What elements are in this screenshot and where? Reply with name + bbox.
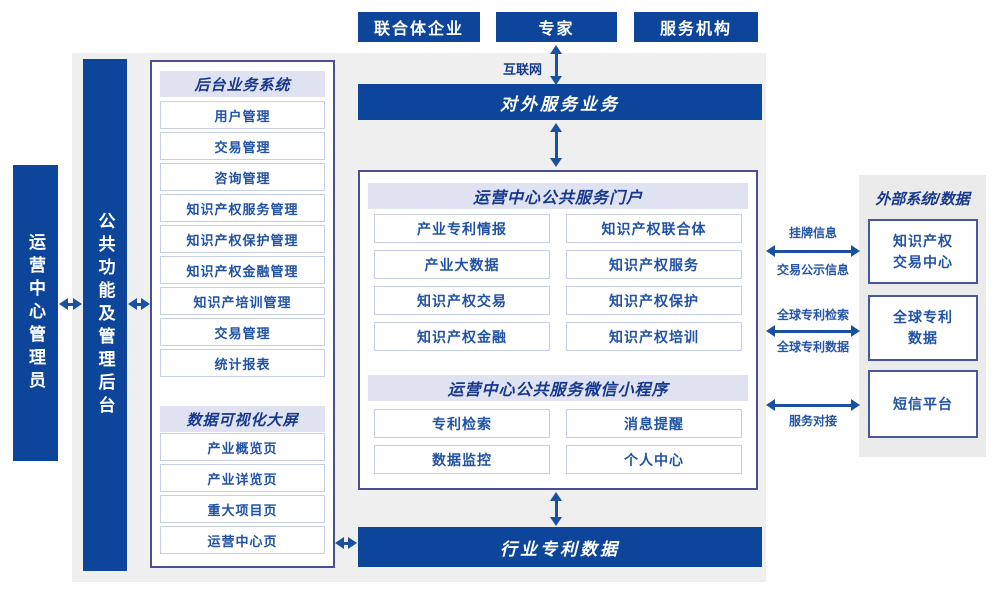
double-arrow-backend-panel-icon bbox=[128, 298, 150, 310]
miniprogram-item: 个人中心 bbox=[566, 445, 742, 474]
portal-item: 知识产权培训 bbox=[566, 322, 742, 351]
data-viz-header: 数据可视化大屏 bbox=[160, 406, 325, 432]
backend-item: 统计报表 bbox=[160, 349, 325, 377]
portal-item: 知识产权交易 bbox=[374, 286, 550, 315]
portal-header: 运营中心公共服务门户 bbox=[368, 183, 748, 209]
portal-item: 产业大数据 bbox=[374, 250, 550, 279]
double-arrow-viz-patent-data-icon bbox=[335, 537, 357, 549]
data-viz-item: 产业详览页 bbox=[160, 464, 325, 492]
backend-item: 知识产权金融管理 bbox=[160, 256, 325, 284]
double-arrow-internet-icon bbox=[550, 45, 562, 85]
actor-consortium-enterprise: 联合体企业 bbox=[358, 12, 480, 42]
backend-system-header: 后台业务系统 bbox=[160, 71, 325, 97]
actor-service-organization: 服务机构 bbox=[634, 12, 758, 42]
double-arrow-service-portal-icon bbox=[550, 123, 562, 167]
portal-item: 知识产权联合体 bbox=[566, 214, 742, 243]
link-label-listing-info: 挂牌信息 bbox=[788, 226, 837, 240]
data-viz-list: 产业概览页 产业详览页 重大项目页 运营中心页 bbox=[160, 433, 325, 554]
miniprogram-item: 消息提醒 bbox=[566, 409, 742, 438]
external-box-line: 交易中心 bbox=[893, 253, 953, 270]
portal-item: 知识产权金融 bbox=[374, 322, 550, 351]
portal-panel: 运营中心公共服务门户 产业专利情报 知识产权联合体 产业大数据 知识产权服务 知… bbox=[358, 170, 758, 490]
rail-operations-admin-label: 运营中心管理员 bbox=[26, 232, 45, 394]
backend-item: 咨询管理 bbox=[160, 163, 325, 191]
external-box-ip-trading-center: 知识产权 交易中心 bbox=[868, 219, 978, 284]
rail-operations-admin: 运营中心管理员 bbox=[13, 165, 58, 461]
link-label-global-patent-search: 全球专利检索 bbox=[776, 308, 849, 322]
external-box-line: 知识产权 bbox=[893, 232, 953, 249]
portal-grid: 产业专利情报 知识产权联合体 产业大数据 知识产权服务 知识产权交易 知识产权保… bbox=[374, 214, 742, 351]
backend-item: 知识产培训管理 bbox=[160, 287, 325, 315]
data-viz-item: 产业概览页 bbox=[160, 433, 325, 461]
portal-item: 知识产权服务 bbox=[566, 250, 742, 279]
backend-item: 用户管理 bbox=[160, 101, 325, 129]
actor-expert: 专家 bbox=[496, 12, 617, 42]
double-arrow-trading-center-icon bbox=[766, 245, 860, 257]
internet-label: 互联网 bbox=[502, 62, 542, 77]
external-systems-header: 外部系统/数据 bbox=[875, 191, 970, 208]
double-arrow-portal-patent-data-icon bbox=[550, 492, 562, 526]
data-viz-item: 运营中心页 bbox=[160, 526, 325, 554]
double-arrow-sms-platform-icon bbox=[766, 399, 860, 411]
external-box-line: 数据 bbox=[908, 330, 938, 346]
double-arrow-global-patent-icon bbox=[766, 325, 860, 337]
rail-public-functions-backend: 公共功能及管理后台 bbox=[83, 59, 127, 571]
backend-panel: 后台业务系统 用户管理 交易管理 咨询管理 知识产权服务管理 知识产权保护管理 … bbox=[150, 60, 335, 568]
miniprogram-header: 运营中心公共服务微信小程序 bbox=[368, 375, 748, 401]
backend-item: 交易管理 bbox=[160, 318, 325, 346]
rail-public-functions-backend-label: 公共功能及管理后台 bbox=[95, 211, 115, 419]
miniprogram-item: 专利检索 bbox=[374, 409, 550, 438]
external-service-bar: 对外服务业务 bbox=[358, 84, 762, 120]
external-box-sms-platform: 短信平台 bbox=[868, 370, 978, 438]
link-label-trade-publicity-info: 交易公示信息 bbox=[776, 263, 849, 277]
data-viz-item: 重大项目页 bbox=[160, 495, 325, 523]
link-label-service-docking: 服务对接 bbox=[788, 414, 837, 428]
industry-patent-data-bar: 行业专利数据 bbox=[358, 527, 762, 567]
backend-item: 知识产权服务管理 bbox=[160, 194, 325, 222]
portal-item: 产业专利情报 bbox=[374, 214, 550, 243]
portal-item: 知识产权保护 bbox=[566, 286, 742, 315]
miniprogram-grid: 专利检索 消息提醒 数据监控 个人中心 bbox=[374, 409, 742, 474]
link-label-global-patent-data: 全球专利数据 bbox=[776, 340, 849, 354]
external-box-line: 短信平台 bbox=[893, 395, 953, 412]
backend-item: 知识产权保护管理 bbox=[160, 225, 325, 253]
backend-item: 交易管理 bbox=[160, 132, 325, 160]
miniprogram-item: 数据监控 bbox=[374, 445, 550, 474]
external-box-line: 全球专利 bbox=[893, 309, 953, 325]
double-arrow-admin-backend-icon bbox=[59, 298, 82, 310]
backend-system-list: 用户管理 交易管理 咨询管理 知识产权服务管理 知识产权保护管理 知识产权金融管… bbox=[160, 101, 325, 377]
external-box-global-patent-data: 全球专利 数据 bbox=[868, 295, 978, 361]
